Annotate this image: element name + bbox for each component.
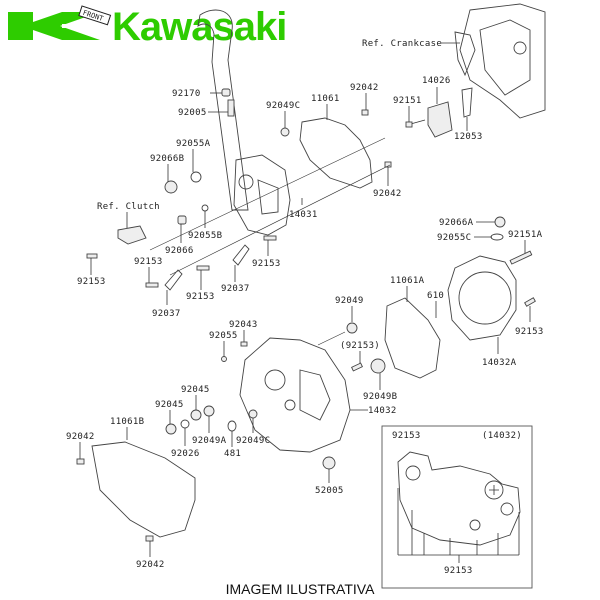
label-92042-top: 92042 — [350, 83, 379, 93]
label-92153-a: 92153 — [77, 277, 106, 287]
label-92170: 92170 — [172, 89, 201, 99]
label-92055a: 92055A — [176, 139, 211, 149]
label-14031: 14031 — [289, 210, 318, 220]
label-92153-c: 92153 — [186, 292, 215, 302]
ref-crankcase-label: Ref. Crankcase — [362, 39, 442, 49]
label-92153-d: 92153 — [252, 259, 281, 269]
ref-clutch-label: Ref. Clutch — [97, 202, 160, 212]
label-92151a: 92151A — [508, 230, 543, 240]
label-92037-b: 92037 — [221, 284, 250, 294]
label-92045-b: 92045 — [155, 400, 184, 410]
kawasaki-logo: Kawasaki — [8, 5, 287, 49]
label-14026: 14026 — [422, 76, 451, 86]
part-14032-crankcase-cover — [239, 337, 351, 453]
label-92055b: 92055B — [188, 231, 222, 241]
kawasaki-wordmark: Kawasaki — [112, 5, 286, 49]
svg-text:FRONT: FRONT — [82, 9, 105, 23]
breather-hose — [197, 9, 249, 211]
label-92026: 92026 — [171, 449, 200, 459]
label-92049c-top: 92049C — [266, 101, 300, 111]
label-92151: 92151 — [393, 96, 422, 106]
label-14032: 14032 — [368, 406, 397, 416]
label-12053: 12053 — [454, 132, 483, 142]
label-92153-paren: (92153) — [340, 341, 380, 351]
label-92043: 92043 — [229, 320, 258, 330]
label-92042-bottom: 92042 — [136, 560, 165, 570]
illustrative-image-caption: IMAGEM ILUSTRATIVA — [225, 581, 375, 597]
label-92005: 92005 — [178, 108, 207, 118]
crankcase-reference-drawing — [454, 3, 546, 119]
label-92055c: 92055C — [437, 233, 471, 243]
kawasaki-k-emblem-icon — [8, 12, 100, 40]
label-14032a: 14032A — [482, 358, 517, 368]
label-92042-mid: 92042 — [373, 189, 402, 199]
label-481: 481 — [224, 449, 241, 459]
label-92049a: 92049A — [192, 436, 227, 446]
label-92066: 92066 — [165, 246, 194, 256]
part-14026-guard — [427, 87, 473, 138]
inset-title: (14032) — [482, 431, 522, 441]
label-92066a: 92066A — [439, 218, 474, 228]
label-52005: 52005 — [315, 486, 344, 496]
label-92037-a: 92037 — [152, 309, 181, 319]
label-610: 610 — [427, 291, 444, 301]
label-11061: 11061 — [311, 94, 340, 104]
label-92153-b: 92153 — [134, 257, 163, 267]
label-92049b: 92049B — [363, 392, 397, 402]
label-92049c-bottom: 92049C — [236, 436, 270, 446]
inset-label-92153-bottom: 92153 — [444, 566, 473, 576]
label-92042-left: 92042 — [66, 432, 95, 442]
label-92066b: 92066B — [150, 154, 184, 164]
label-11061a: 11061A — [390, 276, 425, 286]
inset-label-92153-top: 92153 — [392, 431, 421, 441]
front-indicator: FRONT — [78, 5, 112, 26]
label-92049: 92049 — [335, 296, 364, 306]
label-92055: 92055 — [209, 331, 238, 341]
label-92153-e: 92153 — [515, 327, 544, 337]
inset-14032-bolt-layout: 92153 (14032) 92153 — [381, 425, 533, 589]
part-14031-cover — [233, 154, 291, 236]
label-92045-a: 92045 — [181, 385, 210, 395]
label-11061b: 11061B — [110, 417, 144, 427]
part-14032a-clutch-cover — [447, 255, 517, 341]
